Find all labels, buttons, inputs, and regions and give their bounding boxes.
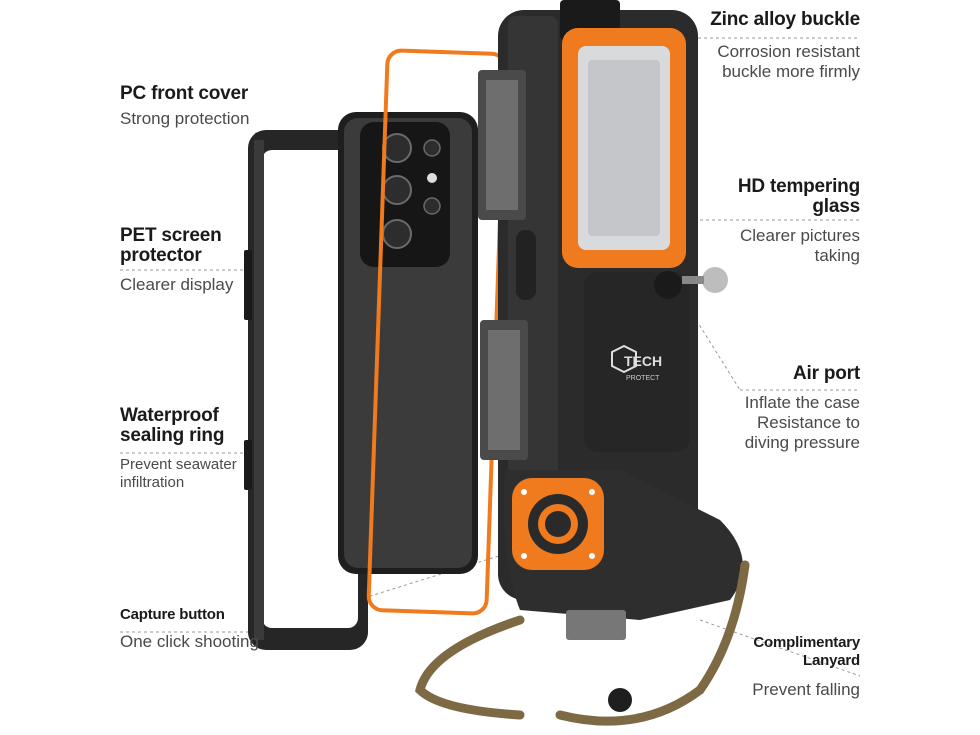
callout-title-line2: Lanyard: [803, 652, 860, 669]
callout-title: Capture button: [120, 606, 225, 623]
logo-line1: TECH: [624, 353, 662, 369]
callout-title-line2: protector: [120, 245, 202, 266]
logo-line2: PROTECT: [626, 375, 660, 382]
brand-logo: TECH PROTECT: [611, 344, 662, 382]
callout-desc: Prevent falling: [752, 680, 860, 699]
waterproof-case: [478, 0, 743, 640]
callout-desc-line1: Prevent seawater: [120, 456, 237, 473]
callout-title-line1: Complimentary: [753, 634, 860, 651]
callout-desc-line2: buckle more firmly: [722, 62, 860, 81]
callout-pc-front-cover: PC front cover Strong protection: [120, 84, 249, 129]
callout-desc-line2: infiltration: [120, 474, 185, 491]
callout-desc-line1: Inflate the case: [744, 393, 860, 412]
callout-lanyard: Complimentary Lanyard Prevent falling: [752, 634, 860, 700]
callout-title: PC front cover: [120, 83, 249, 104]
callout-air-port: Air port Inflate the case Resistance to …: [744, 363, 861, 453]
callout-desc-line3: diving pressure: [744, 433, 860, 452]
callout-desc: One click shooting: [120, 632, 259, 651]
callout-desc: Clearer display: [120, 275, 234, 294]
callout-pet-screen: PET screen protector Clearer display: [120, 226, 233, 295]
callout-title-line1: Waterproof: [120, 405, 219, 426]
lanyard: [415, 560, 750, 726]
callout-desc-line1: Corrosion resistant: [717, 42, 860, 61]
callout-desc: Strong protection: [120, 109, 250, 128]
phone: [338, 112, 478, 574]
callout-desc-line2: taking: [814, 246, 860, 265]
callout-title-line1: PET screen: [120, 225, 222, 246]
callout-desc-line1: Clearer pictures: [740, 226, 860, 245]
callout-hd-glass: HD tempering glass Clearer pictures taki…: [738, 177, 860, 266]
callout-zinc-buckle: Zinc alloy buckle Corrosion resistant bu…: [710, 10, 860, 82]
callout-title-line2: glass: [812, 196, 860, 217]
callout-sealing-ring: Waterproof sealing ring Prevent seawater…: [120, 406, 237, 492]
callout-title: Zinc alloy buckle: [710, 9, 860, 30]
callout-title: Air port: [792, 363, 860, 384]
callout-title-line2: sealing ring: [120, 425, 225, 446]
callout-capture-button: Capture button One click shooting: [120, 606, 259, 652]
callout-title-line1: HD tempering: [737, 176, 860, 197]
callout-desc-line2: Resistance to: [757, 413, 860, 432]
